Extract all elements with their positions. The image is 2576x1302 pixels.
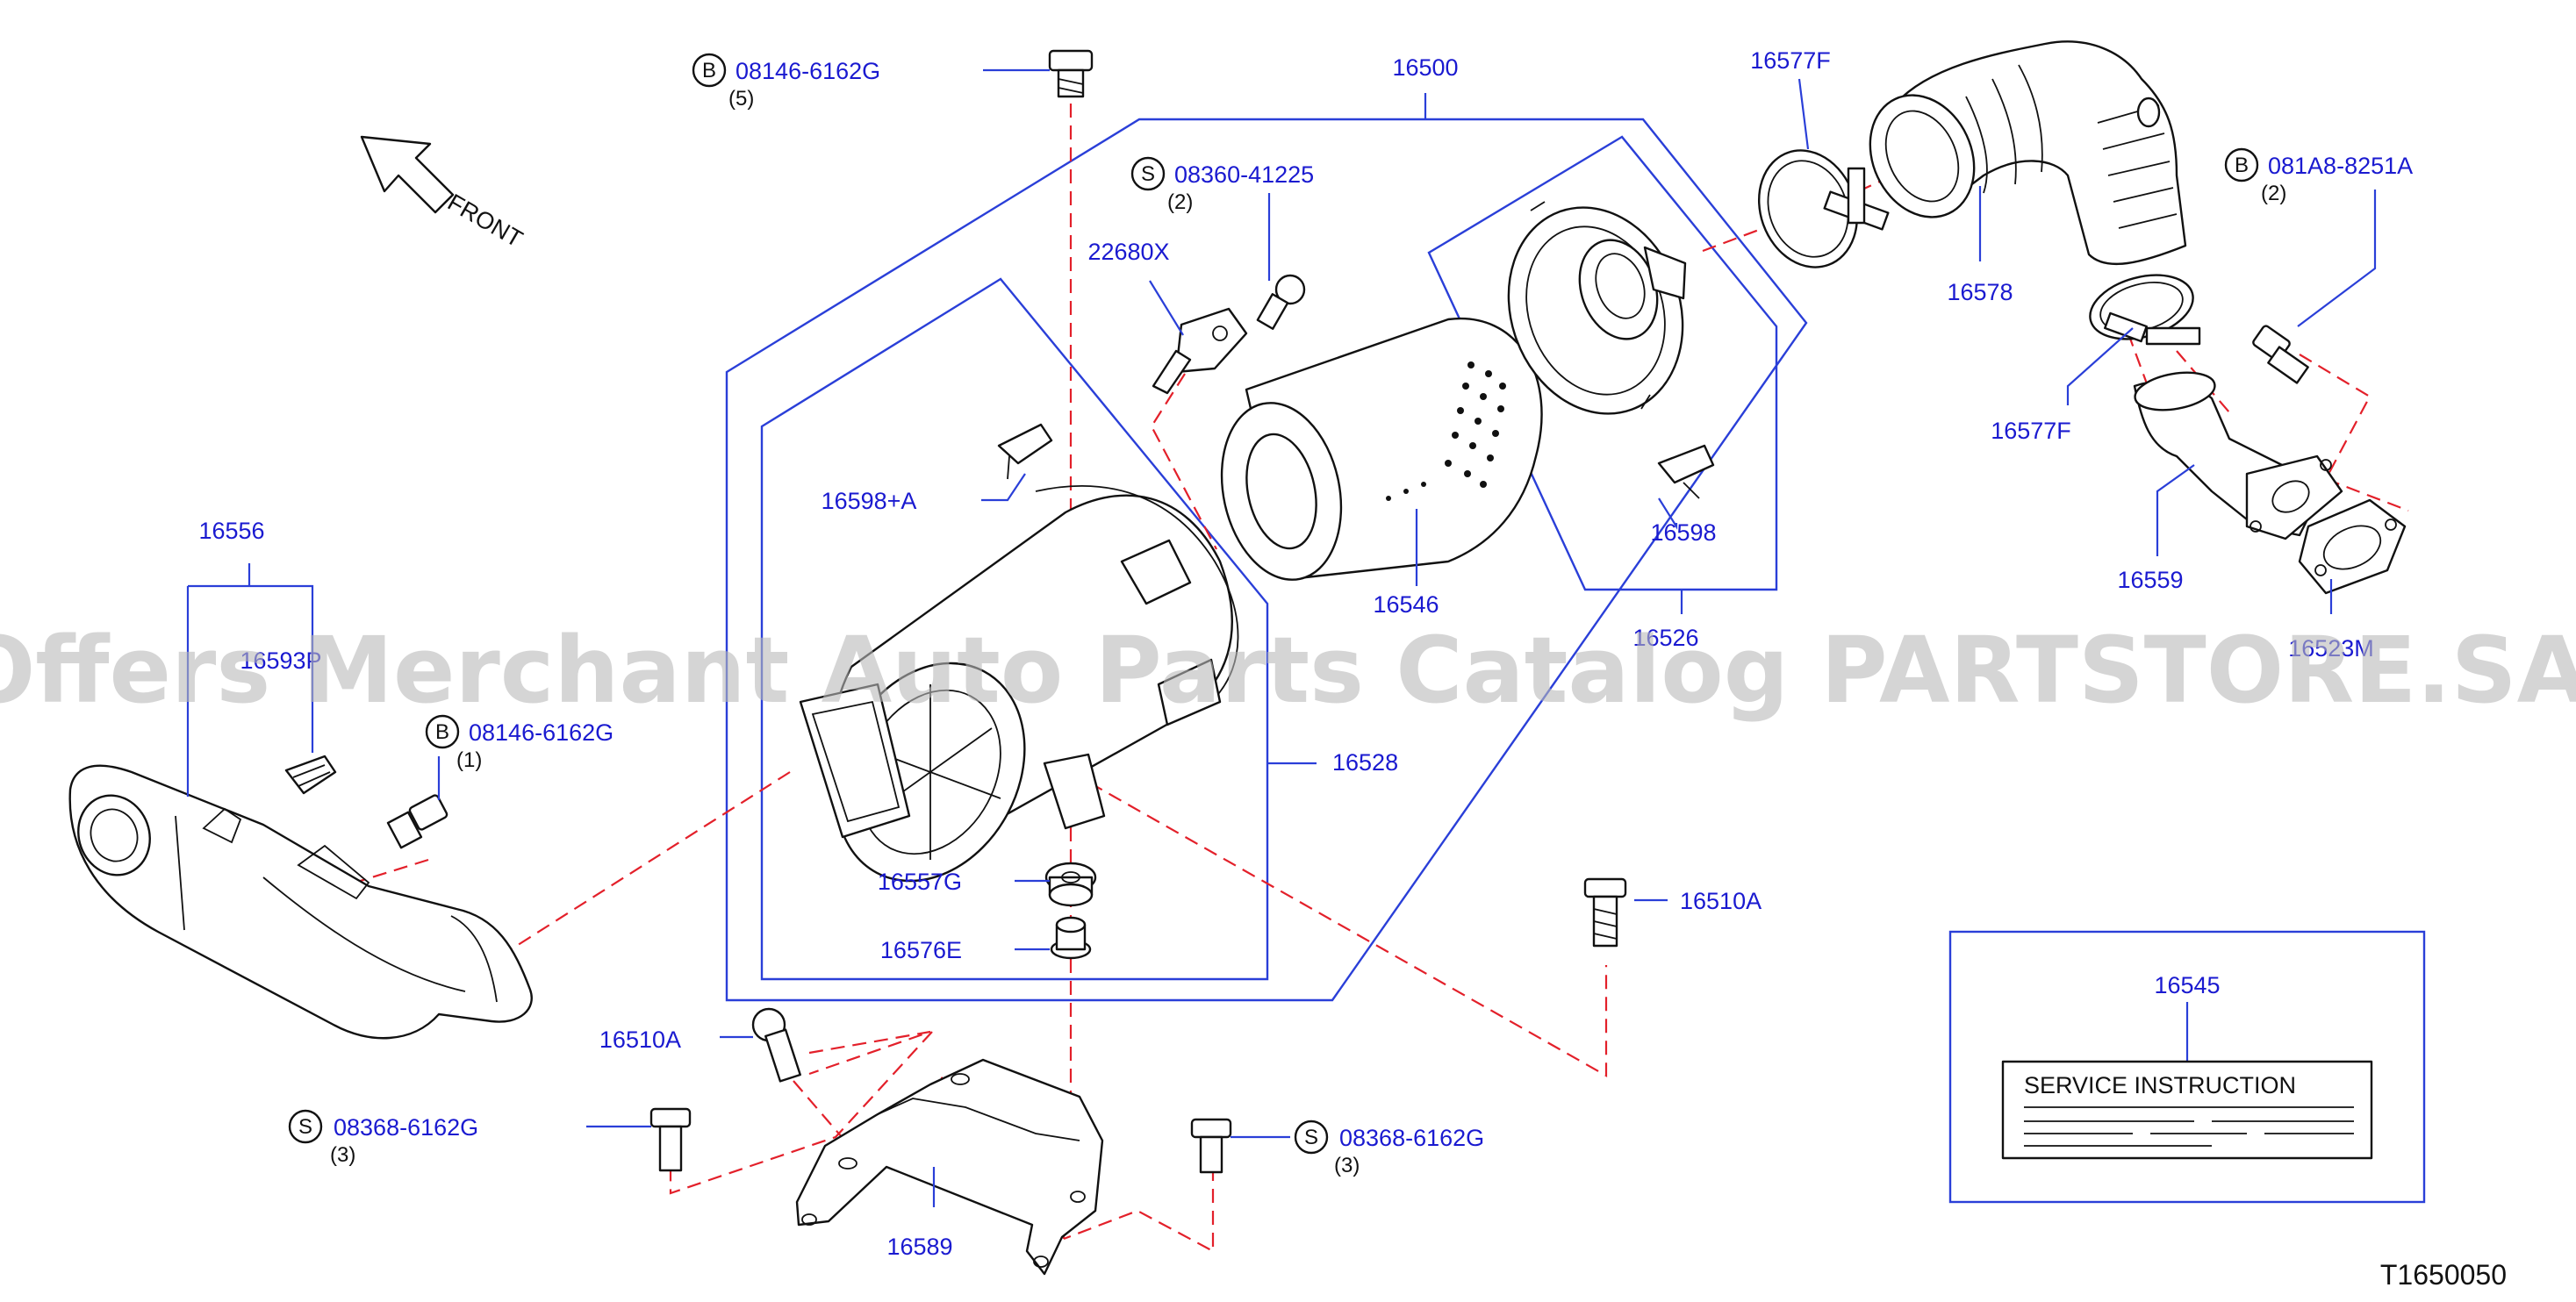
leader-lines <box>186 68 2377 1207</box>
label-16598[interactable]: 16598 <box>1650 519 1716 546</box>
diagram-code: T1650050 <box>2380 1259 2507 1291</box>
label-16510A-left[interactable]: 16510A <box>599 1027 681 1053</box>
label-16593P[interactable]: 16593P <box>240 647 321 674</box>
quantity-label: (3) <box>1334 1154 1360 1177</box>
svg-text:B: B <box>2235 154 2249 177</box>
quantity-label: (5) <box>728 87 754 111</box>
quantity-label: (2) <box>1167 190 1193 214</box>
bolt-b-top <box>1048 49 1094 98</box>
bolt-16510A-left <box>751 1007 801 1083</box>
watermark: Offers Merchant Auto Parts Catalog PARTS… <box>0 617 2576 724</box>
collar-16576E <box>1050 916 1092 960</box>
group-outline-16528 <box>760 277 1269 981</box>
label-16589[interactable]: 16589 <box>886 1234 952 1260</box>
part-number-label: 08360-41225 <box>1174 161 1314 188</box>
callout-b-top[interactable]: B 08146-6162G (5) <box>692 53 880 111</box>
clamp-16577F-top <box>1757 149 1890 268</box>
part-number-label: 081A8-8251A <box>2268 153 2413 179</box>
bolt-s-left <box>649 1107 692 1172</box>
bolt-b-right <box>2252 325 2309 384</box>
part-number-label: 08146-6162G <box>735 58 880 84</box>
part-number-label: 08368-6162G <box>334 1114 478 1141</box>
svg-text:B: B <box>435 720 449 744</box>
front-label: FRONT <box>443 189 527 252</box>
group-outline-16500 <box>725 118 1808 1002</box>
clip-16598 <box>1657 444 1715 499</box>
bolt-16510A-right <box>1583 877 1627 948</box>
screw-s-top <box>1256 274 1306 330</box>
b-circle-icon <box>2224 147 2259 182</box>
label-16523M[interactable]: 16523M <box>2288 635 2374 662</box>
s-circle-icon <box>1130 156 1166 191</box>
label-16545[interactable]: 16545 <box>2154 972 2220 998</box>
label-16546[interactable]: 16546 <box>1373 591 1439 618</box>
label-16576E[interactable]: 16576E <box>880 937 962 963</box>
label-16510A-right[interactable]: 16510A <box>1680 888 1762 914</box>
label-16578[interactable]: 16578 <box>1947 279 2013 305</box>
clip-16598A <box>997 423 1053 480</box>
callout-s-left[interactable]: S 08368-6162G (3) <box>288 1109 478 1167</box>
front-arrow-icon <box>360 135 455 214</box>
bracket-16589 <box>795 1058 1104 1276</box>
svg-text:S: S <box>1141 162 1155 186</box>
insulator-16557G <box>1044 862 1097 907</box>
s-circle-icon <box>288 1109 323 1144</box>
callout-b-left[interactable]: B 08146-6162G (1) <box>425 714 614 772</box>
quantity-label: (2) <box>2261 182 2286 205</box>
part-number-label: 08368-6162G <box>1339 1125 1484 1151</box>
svg-text:S: S <box>298 1115 312 1139</box>
label-16577F-top[interactable]: 16577F <box>1750 47 1831 74</box>
label-22680X[interactable]: 22680X <box>1087 239 1169 265</box>
clip-16593P <box>284 755 337 795</box>
b-circle-icon <box>425 714 460 749</box>
label-16526[interactable]: 16526 <box>1632 625 1698 651</box>
bolt-s-right <box>1190 1118 1232 1174</box>
air-cleaner-cover-16526 <box>1507 201 1687 415</box>
callout-b-right[interactable]: B 081A8-8251A (2) <box>2224 147 2413 205</box>
label-16556[interactable]: 16556 <box>198 518 264 544</box>
part-number-label: 08146-6162G <box>469 719 614 746</box>
gasket-16523M <box>2298 498 2407 595</box>
quantity-label: (1) <box>456 748 482 772</box>
svg-text:S: S <box>1304 1126 1318 1149</box>
air-duct-16556 <box>68 764 533 1040</box>
label-16598A[interactable]: 16598+A <box>822 488 917 514</box>
label-16500[interactable]: 16500 <box>1392 54 1458 81</box>
sensor-22680X <box>1152 307 1248 395</box>
s-circle-icon <box>1294 1120 1329 1155</box>
clamp-16577F-bottom <box>2089 274 2201 346</box>
bolt-b-left <box>386 794 448 849</box>
service-card-box <box>1948 930 2426 1204</box>
label-16577F-bottom[interactable]: 16577F <box>1991 418 2071 444</box>
adapter-16559 <box>2133 371 2343 540</box>
service-instruction-card: SERVICE INSTRUCTION <box>2001 1060 2373 1160</box>
quantity-label: (3) <box>330 1143 355 1167</box>
callout-s-right[interactable]: S 08368-6162G (3) <box>1294 1120 1484 1177</box>
intake-hose-16578 <box>1869 40 2187 266</box>
filter-element-16546 <box>1220 317 1543 581</box>
b-circle-icon <box>692 53 727 88</box>
air-cleaner-body-16528 <box>799 485 1239 883</box>
callout-s-top[interactable]: S 08360-41225 (2) <box>1130 156 1314 214</box>
service-card-text: SERVICE INSTRUCTION <box>2024 1072 2296 1098</box>
label-16559[interactable]: 16559 <box>2117 567 2183 593</box>
label-16528[interactable]: 16528 <box>1332 749 1398 776</box>
svg-text:B: B <box>702 59 716 82</box>
label-16557G[interactable]: 16557G <box>878 869 962 895</box>
